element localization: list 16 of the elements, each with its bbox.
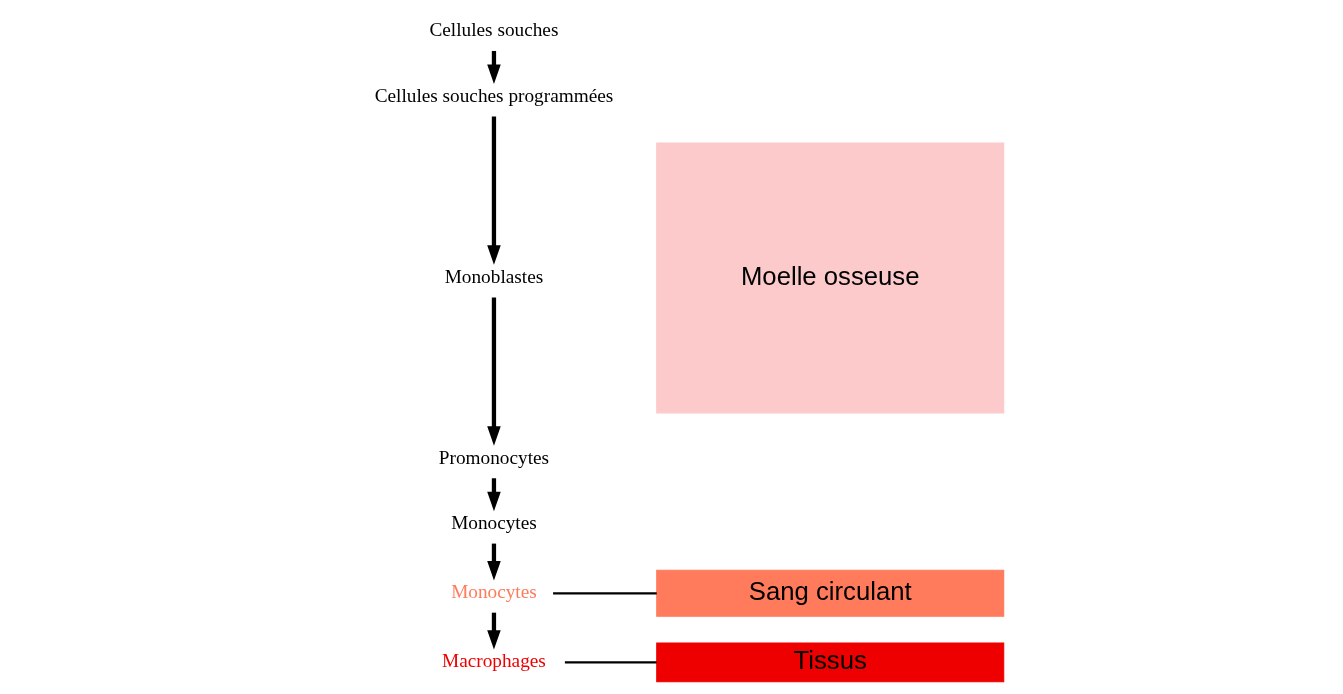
- arrow: [486, 116, 501, 265]
- connector: [552, 592, 657, 595]
- arrow: [486, 297, 501, 446]
- arrow: [486, 543, 501, 581]
- arrow: [486, 612, 501, 650]
- node-text: Cellules souches: [428, 19, 558, 41]
- node-text: Monocytes: [450, 581, 537, 603]
- node-text: Cellules souches programmées: [374, 84, 613, 106]
- node-text: Monocytes: [450, 511, 537, 533]
- connector: [564, 661, 657, 664]
- node-box: Tissus: [655, 642, 1004, 683]
- node-text: Monoblastes: [444, 265, 543, 287]
- node-text: Macrophages: [441, 650, 546, 672]
- node-box: Sang circulant: [655, 569, 1004, 617]
- node-text: Promonocytes: [438, 446, 549, 468]
- node-box: Moelle osseuse: [655, 142, 1004, 414]
